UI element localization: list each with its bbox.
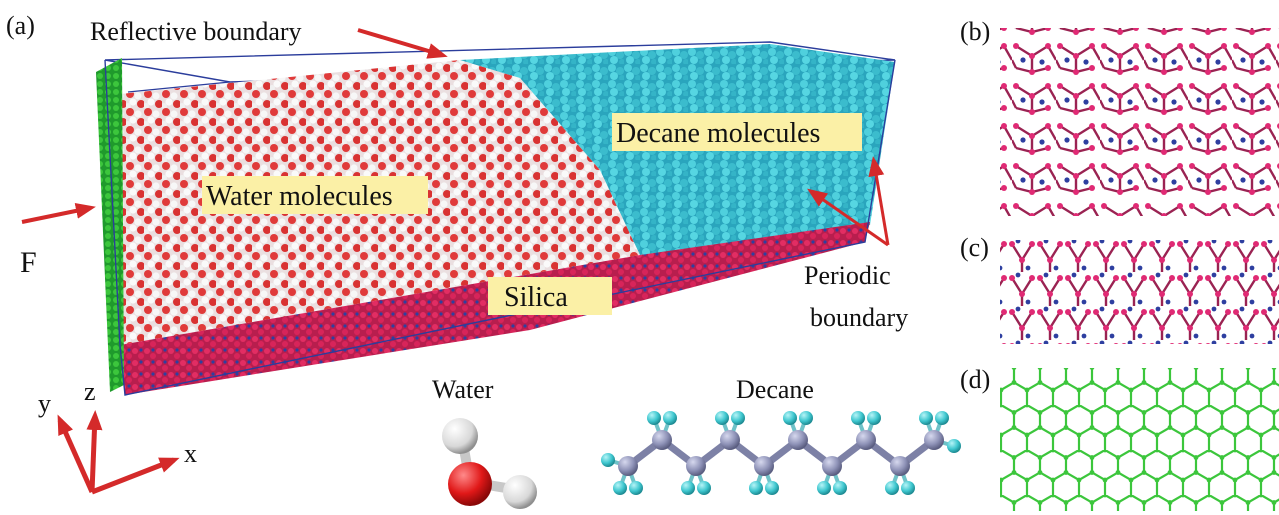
- decane-hydrogen-atom: [601, 453, 615, 467]
- decane-molecules-label: Decane molecules: [616, 118, 820, 149]
- axis-x-label: x: [184, 439, 197, 468]
- decane-hydrogen-atom: [851, 411, 865, 425]
- decane-backbone: [601, 411, 961, 495]
- boundary-label: boundary: [810, 303, 908, 332]
- panel-label-d: (d): [960, 365, 990, 394]
- reflective-boundary-label: Reflective boundary: [90, 17, 302, 46]
- axis-z-label: z: [84, 377, 96, 406]
- axes-triad: x z y: [38, 377, 197, 495]
- decane-hydrogen-atom: [901, 481, 915, 495]
- decane-carbon-atom: [754, 456, 774, 476]
- decane-title: Decane: [736, 375, 814, 404]
- decane-hydrogen-atom: [681, 481, 695, 495]
- silica-label-bg: [488, 277, 612, 315]
- box-front-edges: [104, 59, 896, 396]
- silica-label: Silica: [504, 282, 568, 313]
- decane-carbon-atom: [686, 456, 706, 476]
- decane-hydrogen-atom: [629, 481, 643, 495]
- decane-carbon-atom: [856, 430, 876, 450]
- piston-wall: [96, 58, 124, 392]
- panel-label-c: (c): [960, 233, 989, 262]
- decane-hydrogen-atom: [935, 411, 949, 425]
- decane-carbon-atom: [788, 430, 808, 450]
- water-title: Water: [432, 375, 494, 404]
- decane-carbon-atom: [890, 456, 910, 476]
- water-oxygen: [448, 462, 492, 506]
- water-molecules-label-bg: [202, 176, 428, 214]
- panel-b-lattice: [1000, 28, 1279, 216]
- decane-hydrogen-atom: [783, 411, 797, 425]
- water-molecule-model: Water: [432, 375, 537, 509]
- axis-y-label: y: [38, 389, 51, 418]
- decane-carbon-atom: [618, 456, 638, 476]
- periodic-arrow-left: [807, 188, 889, 247]
- panel-d-graphene: [1000, 368, 1279, 511]
- force-label: F: [20, 246, 37, 279]
- axis-y-arrow: [57, 414, 95, 494]
- decane-hydrogen-atom: [613, 481, 627, 495]
- decane-hydrogen-atom: [947, 439, 961, 453]
- decane-hydrogen-atom: [697, 481, 711, 495]
- decane-carbon-atom: [822, 456, 842, 476]
- reflective-boundary-arrow: [357, 28, 448, 59]
- decane-carbon-atom: [924, 430, 944, 450]
- water-molecules-label: Water molecules: [206, 181, 393, 212]
- water-hydrogen-2: [503, 475, 537, 509]
- axis-x-arrow: [91, 457, 180, 495]
- decane-molecule-model: Decane: [601, 375, 961, 495]
- force-arrow: [21, 202, 96, 224]
- decane-hydrogen-atom: [663, 411, 677, 425]
- water-hydrogen-1: [442, 418, 478, 454]
- decane-hydrogen-atom: [749, 481, 763, 495]
- decane-hydrogen-atom: [647, 411, 661, 425]
- periodic-arrow-right: [868, 156, 890, 246]
- decane-hydrogen-atom: [765, 481, 779, 495]
- decane-hydrogen-atom: [919, 411, 933, 425]
- decane-hydrogen-atom: [885, 481, 899, 495]
- decane-carbon-atom: [720, 430, 740, 450]
- simulation-box: [96, 41, 896, 396]
- periodic-label: Periodic: [804, 261, 891, 290]
- decane-hydrogen-atom: [817, 481, 831, 495]
- panel-label-a: (a): [6, 11, 35, 40]
- decane-hydrogen-atom: [867, 411, 881, 425]
- decane-carbon-atom: [652, 430, 672, 450]
- decane-hydrogen-atom: [833, 481, 847, 495]
- decane-hydrogen-atom: [731, 411, 745, 425]
- box-edge-top: [127, 81, 231, 93]
- decane-hydrogen-atom: [799, 411, 813, 425]
- decane-hydrogen-atom: [715, 411, 729, 425]
- decane-molecules-label-bg: [612, 113, 862, 151]
- axis-z-arrow: [86, 410, 103, 493]
- panel-label-b: (b): [960, 17, 990, 46]
- panel-c-lattice: [1000, 240, 1279, 344]
